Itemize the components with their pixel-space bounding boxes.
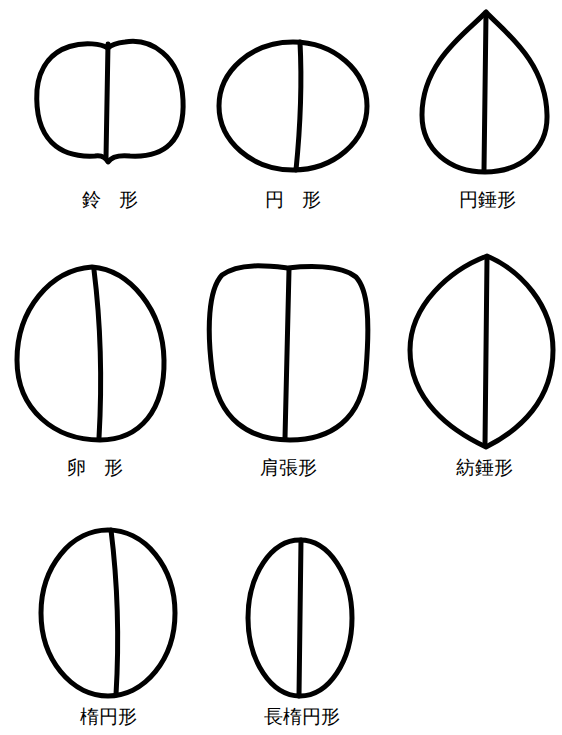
shape-label: 長楕円形 [264, 705, 340, 728]
shape-label: 卵形 [49, 456, 141, 479]
shape-label: 鈴形 [64, 188, 156, 211]
shape-label: 肩張形 [260, 456, 317, 479]
shape-label: 円形 [247, 188, 339, 211]
shouldered-shape [209, 266, 368, 440]
bell-shape [37, 41, 183, 162]
conical-shape [422, 12, 547, 172]
shape-label: 紡錘形 [456, 456, 513, 479]
egg-shape [17, 267, 164, 440]
shape-label: 楕円形 [80, 705, 137, 728]
spindle-shape [410, 256, 553, 447]
elliptic-shape [41, 530, 175, 696]
round-shape [219, 42, 367, 170]
shape-label: 円錘形 [459, 188, 516, 211]
long-elliptic-shape [248, 540, 352, 696]
